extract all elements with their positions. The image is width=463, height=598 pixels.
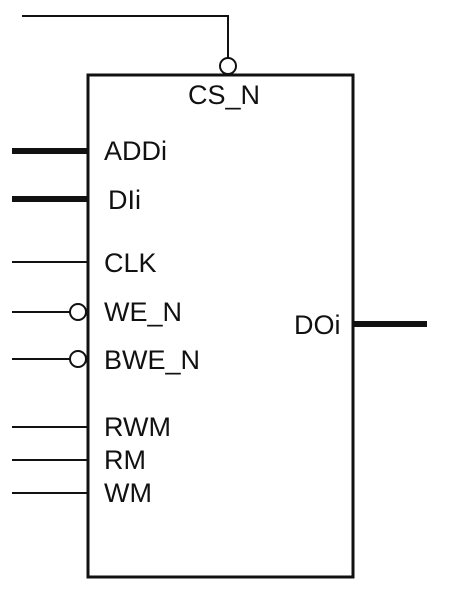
rwm-label: RWM: [104, 412, 171, 442]
pin-rwm: RWM: [12, 412, 171, 442]
clk-label: CLK: [104, 248, 157, 278]
dii-label: DIi: [108, 185, 141, 215]
bwe-n-inversion-bubble: [69, 350, 87, 368]
we-n-label: WE_N: [104, 297, 182, 327]
memory-block-body: [86, 73, 355, 579]
we-n-inversion-bubble: [69, 303, 87, 321]
addi-label: ADDi: [104, 136, 167, 166]
pin-cs-n: CS_N: [22, 15, 260, 110]
rm-label: RM: [104, 445, 146, 475]
bwe-n-label: BWE_N: [104, 345, 200, 375]
pin-wm: WM: [12, 478, 152, 508]
cs-n-label: CS_N: [188, 80, 260, 110]
pin-addi: ADDi: [12, 136, 167, 166]
cs-n-inversion-bubble: [219, 57, 237, 75]
doi-label: DOi: [294, 310, 341, 340]
cs-n-wire: [22, 15, 229, 58]
pin-doi: DOi: [294, 310, 427, 340]
pin-dii: DIi: [12, 185, 141, 215]
pin-bwe-n: BWE_N: [12, 345, 200, 375]
pin-clk: CLK: [12, 248, 157, 278]
pin-we-n: WE_N: [12, 297, 182, 327]
wm-label: WM: [104, 478, 152, 508]
pin-rm: RM: [12, 445, 146, 475]
